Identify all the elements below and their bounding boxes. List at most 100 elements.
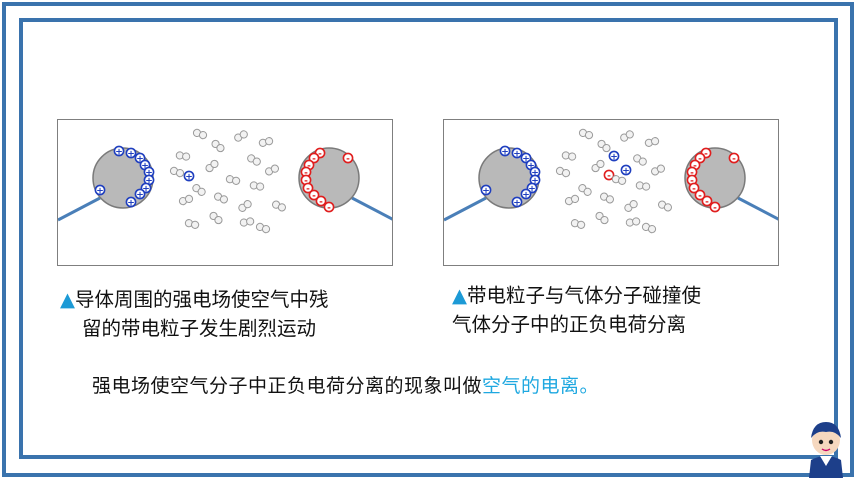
gas-molecule [625, 217, 641, 227]
positive-charge: + [125, 196, 137, 208]
svg-text:+: + [513, 149, 521, 159]
svg-text:-: - [327, 203, 331, 213]
svg-text:+: + [185, 172, 193, 182]
svg-text:-: - [705, 197, 709, 207]
svg-text:-: - [698, 191, 702, 201]
svg-text:+: + [115, 147, 123, 157]
gas-molecule [641, 222, 657, 234]
free-negative-charge: - [603, 169, 615, 181]
positive-charge: + [134, 152, 146, 164]
free-positive-charge: + [183, 170, 195, 182]
positive-charge: + [520, 152, 532, 164]
gas-molecule [192, 128, 208, 140]
positive-charge: + [113, 145, 125, 157]
svg-text:-: - [307, 161, 311, 171]
left-wire [58, 196, 101, 222]
svg-text:+: + [522, 154, 530, 164]
svg-text:+: + [482, 186, 490, 196]
svg-text:+: + [136, 190, 144, 200]
negative-charge: - [694, 189, 706, 201]
svg-text:-: - [690, 168, 694, 178]
caption-2-line-1: 带电粒子与气体分子碰撞使 [467, 284, 702, 307]
svg-text:-: - [692, 184, 696, 194]
positive-charge: + [480, 184, 492, 196]
positive-charge: + [529, 174, 541, 186]
gas-molecule [635, 181, 651, 191]
positive-charge: + [511, 147, 523, 159]
positive-charge: + [134, 188, 146, 200]
gas-molecule [271, 200, 287, 212]
svg-text:+: + [531, 168, 539, 178]
negative-charge: - [688, 182, 700, 194]
triangle-marker-icon: ▲ [60, 288, 75, 311]
gas-molecule [178, 194, 194, 206]
svg-text:+: + [142, 184, 150, 194]
svg-text:-: - [693, 161, 697, 171]
gas-molecule [591, 159, 605, 173]
gas-molecule [561, 151, 577, 161]
svg-text:+: + [141, 161, 149, 171]
negative-charge: - [315, 195, 327, 207]
positive-charge: + [94, 184, 106, 196]
summary-text: 强电场使空气分子中正负电荷分离的现象叫做 [92, 375, 483, 397]
negative-charge: - [701, 195, 713, 207]
figure-residual-particles: ++++++++++----------+ [57, 119, 393, 266]
svg-text:-: - [732, 154, 736, 164]
svg-text:-: - [607, 171, 611, 181]
negative-charge: - [694, 152, 706, 164]
figure-1-diagram: ++++++++++----------+ [58, 128, 392, 234]
free-positive-charge: + [608, 150, 620, 162]
caption-1-line-2: 留的带电粒子发生剧烈运动 [82, 317, 317, 340]
summary-end: 。 [579, 375, 600, 397]
svg-text:+: + [136, 154, 144, 164]
svg-text:+: + [96, 186, 104, 196]
gas-molecule [650, 164, 666, 176]
svg-text:-: - [304, 176, 308, 186]
svg-text:-: - [346, 154, 350, 164]
gas-molecule [644, 137, 660, 147]
gas-molecule [657, 200, 673, 212]
positive-charge: + [125, 147, 137, 159]
positive-charge: + [526, 182, 538, 194]
caption-1-line-1: 导体周围的强电场使空气中残 [75, 288, 329, 311]
caption-2-line-2: 气体分子中的正负电荷分离 [452, 313, 687, 336]
gas-molecule [249, 181, 265, 191]
negative-charge: - [308, 189, 320, 201]
svg-text:+: + [610, 152, 618, 162]
gas-molecule [599, 192, 615, 204]
summary-term: 空气的电离 [482, 375, 580, 397]
triangle-marker-icon: ▲ [452, 284, 467, 307]
svg-text:-: - [312, 154, 316, 164]
negative-charge: - [709, 201, 721, 213]
gas-molecule [578, 128, 594, 140]
svg-text:-: - [698, 154, 702, 164]
svg-text:+: + [145, 176, 153, 186]
left-wire [444, 196, 487, 222]
svg-text:-: - [304, 168, 308, 178]
svg-text:+: + [622, 166, 630, 176]
gas-molecule [169, 166, 185, 178]
negative-charge: - [728, 152, 740, 164]
gas-molecule [264, 164, 280, 176]
gas-molecule [258, 137, 274, 147]
gas-molecule [225, 175, 241, 185]
negative-charge: - [342, 152, 354, 164]
gas-molecule [239, 217, 255, 227]
gas-molecule [205, 159, 219, 173]
outer-frame [2, 2, 854, 477]
svg-text:-: - [319, 197, 323, 207]
gas-molecule [209, 211, 223, 225]
svg-text:+: + [513, 198, 521, 208]
svg-text:+: + [527, 161, 535, 171]
positive-charge: + [499, 145, 511, 157]
cartoon-boy-mascot-icon [809, 422, 843, 478]
gas-molecule [175, 151, 191, 161]
right-wire [351, 196, 392, 221]
gas-molecule [234, 130, 248, 142]
positive-charge: + [520, 188, 532, 200]
summary-sentence: 强电场使空气分子中正负电荷分离的现象叫做空气的电离。 [92, 371, 599, 398]
gas-molecule [570, 219, 586, 229]
right-wire [737, 196, 778, 221]
svg-text:+: + [531, 176, 539, 186]
